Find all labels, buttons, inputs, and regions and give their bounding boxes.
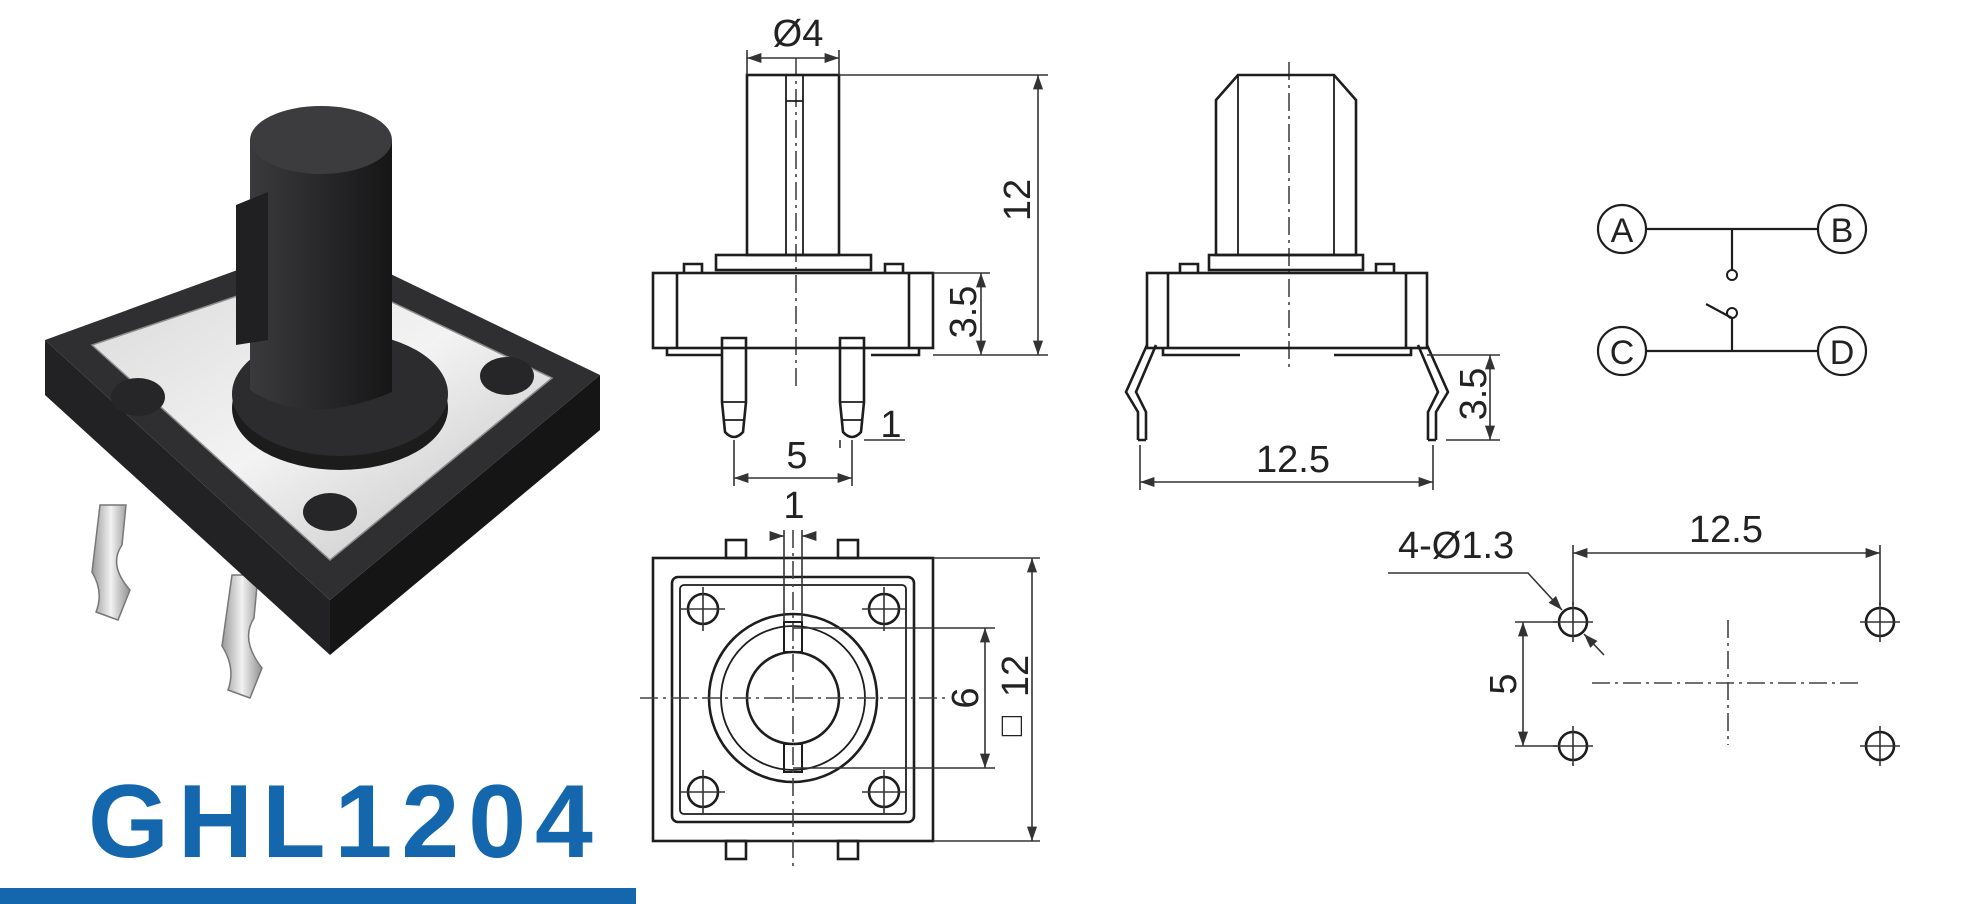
top-slot-width-label: 1 [783, 485, 804, 527]
product-model-title: GHL1204 [88, 764, 602, 880]
footprint-holes [1553, 602, 1900, 766]
top-corner-holes [681, 587, 906, 814]
top-square-symbol: □ [992, 715, 1030, 736]
photo-rivet-right [480, 357, 534, 395]
photo-pin-right [221, 574, 263, 699]
side-body [1145, 271, 1429, 350]
front-body [651, 271, 935, 350]
front-pin-pitch-label: 5 [786, 435, 807, 477]
front-pin-right [838, 336, 866, 439]
schematic-label-b: B [1831, 212, 1854, 250]
product-photo [45, 106, 600, 699]
side-shaft [1214, 73, 1358, 257]
top-collar-diameter-label: 6 [945, 687, 987, 708]
front-view: Ø4 12 3.5 5 1 [651, 13, 1048, 486]
schematic-label-c: C [1610, 334, 1635, 372]
schematic-switch-contact [1705, 303, 1733, 319]
footprint-spacing-y-label: 5 [1483, 673, 1525, 694]
photo-shaft [250, 140, 392, 410]
photo-rivet-front [303, 493, 357, 531]
schematic-terminal-b [1816, 203, 1868, 255]
front-total-height-label: 12 [997, 179, 1039, 221]
front-shaft-diameter-label: Ø4 [773, 13, 824, 55]
front-shaft-slot [785, 74, 804, 256]
schematic-label-a: A [1611, 212, 1634, 250]
side-body-width-label: 12.5 [1256, 439, 1330, 481]
accent-underline-bar [0, 888, 636, 904]
front-collar [714, 253, 873, 272]
top-body-square-label: 12 [995, 655, 1037, 697]
photo-housing-right-side [330, 375, 600, 655]
front-shaft [745, 73, 841, 257]
footprint-spacing-x-label: 12.5 [1689, 509, 1763, 551]
front-pin-width-label: 1 [880, 404, 901, 446]
front-body-height-label: 3.5 [943, 286, 985, 339]
switch-schematic: A B C D [1596, 203, 1868, 377]
side-lead-left [1124, 344, 1158, 442]
photo-shaft-flat [236, 192, 268, 345]
top-shaft-slot [783, 621, 803, 653]
schematic-terminal-a [1596, 203, 1648, 255]
side-view: 3.5 12.5 [1124, 62, 1500, 490]
schematic-terminal-c [1596, 325, 1648, 377]
front-pin-left [720, 336, 748, 439]
side-lead-height-label: 3.5 [1453, 368, 1495, 421]
side-lead-right [1416, 344, 1450, 442]
photo-rivet-left [111, 378, 165, 416]
schematic-terminal-d [1816, 325, 1868, 377]
pcb-footprint: 12.5 5 4-Ø1.3 [1388, 509, 1900, 766]
photo-shaft-top [250, 106, 392, 174]
photo-housing-left-side [45, 340, 330, 655]
top-view: 1 6 □ 12 [640, 485, 1040, 870]
side-collar [1207, 253, 1365, 272]
footprint-hole-callout-label: 4-Ø1.3 [1398, 525, 1514, 567]
schematic-label-d: D [1830, 334, 1855, 372]
photo-pin-left [91, 504, 131, 621]
